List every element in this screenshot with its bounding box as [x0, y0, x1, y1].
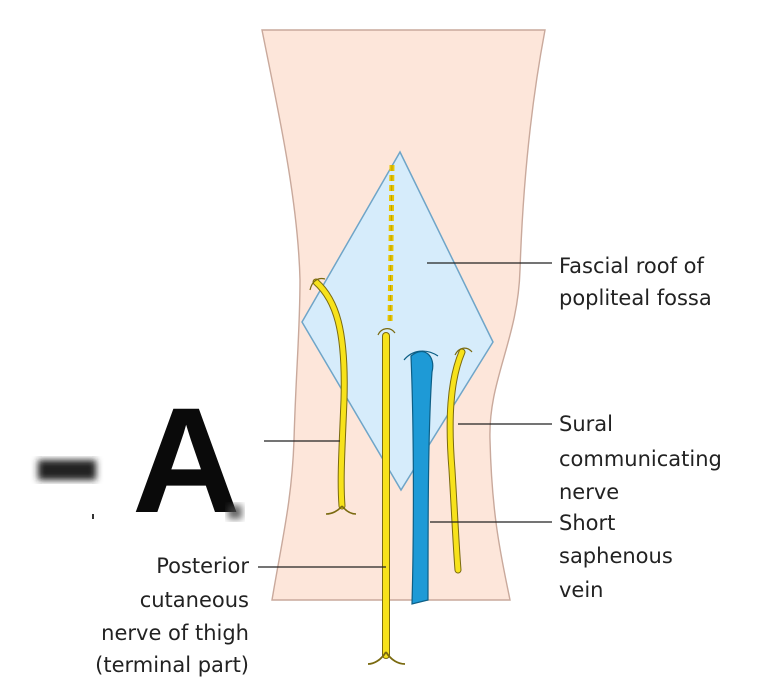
sural-communicating-nerve-fill — [447, 349, 465, 573]
svg-text:(terminal part): (terminal part) — [95, 653, 249, 677]
fascial-roof-diamond — [301, 150, 494, 492]
label-short-saphenous-vein: Short saphenous vein — [559, 511, 673, 602]
svg-text:cutaneous: cutaneous — [140, 588, 249, 612]
label-posterior-cutaneous-nerve: Posterior cutaneous nerve of thigh (term… — [95, 554, 249, 677]
left-nerve-cut — [309, 277, 326, 291]
left-nerve-fork — [325, 505, 357, 515]
overlay-blur-mark — [228, 505, 242, 519]
svg-text:Sural: Sural — [559, 412, 613, 436]
hidden-nerve-dashed-outline — [389, 164, 393, 326]
svg-text:Short: Short — [559, 511, 615, 535]
central-nerve-fork — [367, 651, 406, 665]
label-fascial-roof: Fascial roof of popliteal fossa — [559, 254, 712, 310]
svg-text:popliteal fossa: popliteal fossa — [559, 286, 712, 310]
central-nerve-cut — [377, 328, 396, 336]
overlay-letter: A — [132, 376, 240, 544]
svg-text:nerve of thigh: nerve of thigh — [101, 621, 249, 645]
svg-text:nerve: nerve — [559, 480, 619, 504]
short-saphenous-vein — [410, 351, 434, 605]
sural-nerve-cut — [454, 347, 473, 356]
overlay-dash — [38, 460, 96, 480]
svg-text:communicating: communicating — [559, 447, 722, 471]
left-nerve-fill — [313, 279, 347, 509]
svg-text:vein: vein — [559, 578, 604, 602]
svg-text:saphenous: saphenous — [559, 544, 673, 568]
overlay-dot — [92, 514, 94, 519]
svg-text:Posterior: Posterior — [156, 554, 249, 578]
svg-text:Fascial roof of: Fascial roof of — [559, 254, 705, 278]
label-sural-communicating-nerve: Sural communicating nerve — [559, 412, 722, 504]
vein-cut-end — [403, 350, 439, 361]
